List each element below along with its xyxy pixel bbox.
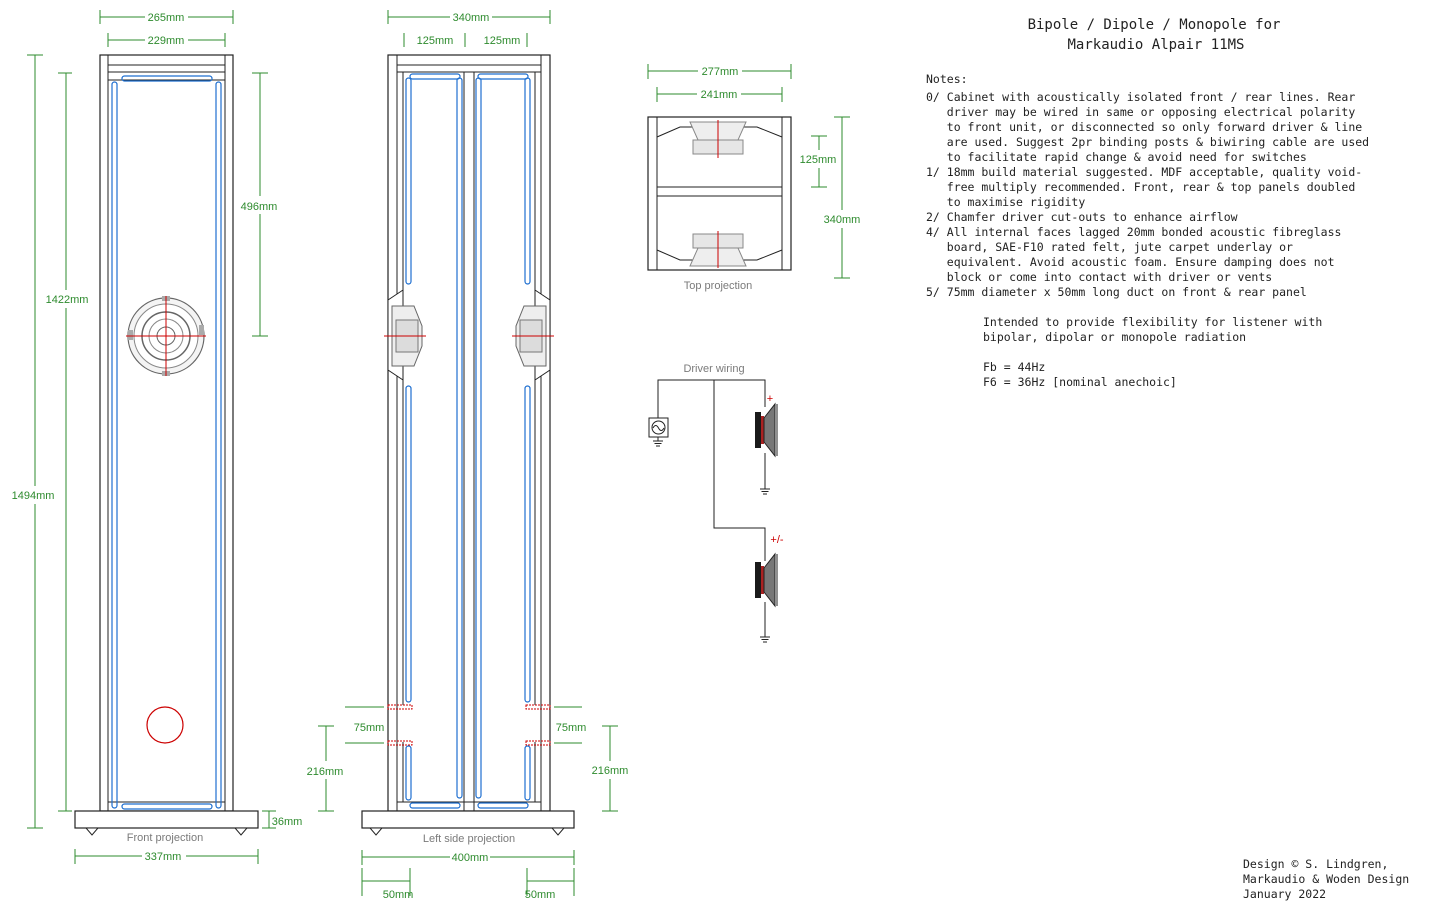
dim-top-inner-width: 241mm [701,89,738,101]
dim-side-vent-left: 75mm [354,722,385,734]
side-projection: Left side projection [361,54,575,845]
wiring-caption: Driver wiring [683,363,744,375]
dim-front-inner-height: 1422mm [46,294,89,306]
front-projection: Front projection [74,54,259,844]
ground-icon [759,636,771,643]
dim-top-depth: 340mm [824,214,861,226]
note-line: equivalent. Avoid acoustic foam. Ensure … [926,255,1335,269]
note-line: board, SAE-F10 rated felt, jute carpet u… [926,240,1293,254]
intent-line: Intended to provide flexibility for list… [983,315,1322,329]
dim-side-half-right: 125mm [484,35,521,47]
side-vent-front-top [387,704,413,710]
intent-line: bipolar, dipolar or monopole radiation [983,330,1246,344]
side-caption: Left side projection [423,833,515,845]
dim-side-low-right: 216mm [592,765,629,777]
note-line: 0/ Cabinet with acoustically isolated fr… [926,90,1355,104]
dim-side-plinth-width: 400mm [452,852,489,864]
note-line: 2/ Chamfer driver cut-outs to enhance ai… [926,210,1238,224]
note-line: block or come into contact with driver o… [926,270,1272,284]
front-damping-right [215,81,222,809]
title-line-1: Bipole / Dipole / Monopole for [1028,17,1281,33]
dim-front-total-height: 1494mm [12,490,55,502]
dim-top-half: 125mm [800,154,837,166]
dim-side-vent-right: 75mm [556,722,587,734]
dim-side-foot-right: 50mm [525,889,556,901]
fb-value: Fb = 44Hz [983,360,1045,374]
note-line: are used. Suggest 2pr binding posts & bi… [926,135,1369,149]
note-line: driver may be wired in same or opposing … [926,105,1355,119]
note-line: to facilitate rapid change & avoid need … [926,150,1307,164]
note-line: free multiply recommended. Front, rear &… [926,180,1355,194]
top-projection: Top projection [647,116,792,292]
note-line: to front unit, or disconnected so only f… [926,120,1362,134]
f6-value: F6 = 36Hz [nominal anechoic] [983,375,1177,389]
speaker-front-icon [754,403,778,457]
note-line: to maximise rigidity [926,195,1085,209]
title-line-2: Markaudio Alpair 11MS [1067,37,1244,53]
dim-side-low-left: 216mm [307,766,344,778]
dim-side-outer-width: 340mm [453,12,490,24]
credit-line: Markaudio & Woden Design [1243,872,1409,886]
credit-line: Design © S. Lindgren, [1243,857,1388,871]
dim-top-outer-width: 277mm [702,66,739,78]
top-dimensions: 277mm 241mm 125mm 340mm [647,64,861,279]
top-driver-rear [689,231,747,268]
speaker-rear-icon [754,553,778,607]
front-port [146,706,184,744]
dim-front-inner-width: 229mm [148,35,185,47]
dim-front-outer-width: 265mm [148,12,185,24]
front-damping-left [111,81,118,809]
notes-block: Notes: 0/ Cabinet with acoustically isol… [926,72,1369,389]
polarity-plus: + [767,393,773,405]
side-dimensions: 340mm 125mm 125mm 75mm 75mm 216mm 216mm … [307,10,629,901]
driver-wiring: Driver wiring + +/- [648,363,784,643]
side-plinth [361,810,575,829]
top-caption: Top projection [684,280,753,292]
note-line: 4/ All internal faces lagged 20mm bonded… [926,225,1341,239]
top-driver-front [689,120,747,158]
front-plinth [74,810,259,829]
note-line: 1/ 18mm build material suggested. MDF ac… [926,165,1362,179]
credits-block: Design © S. Lindgren, Markaudio & Woden … [1243,857,1409,901]
front-cabinet-outline [99,54,234,812]
dim-front-upper-height: 496mm [241,201,278,213]
front-dimensions: 265mm 229mm 496mm 1422mm 1494mm 36mm 337… [12,10,303,864]
front-driver [126,296,206,376]
front-caption: Front projection [127,832,203,844]
note-line: 5/ 75mm diameter x 50mm long duct on fro… [926,285,1307,299]
signal-source [648,417,669,447]
dim-front-plinth-height: 36mm [272,816,303,828]
notes-heading: Notes: [926,72,968,86]
ground-icon [759,488,771,495]
polarity-plus-minus: +/- [770,534,783,546]
dim-side-half-left: 125mm [417,35,454,47]
dim-front-plinth-width: 337mm [145,851,182,863]
dim-side-foot-left: 50mm [383,889,414,901]
credit-line: January 2022 [1243,887,1326,901]
side-cabinet-outline [387,54,551,812]
